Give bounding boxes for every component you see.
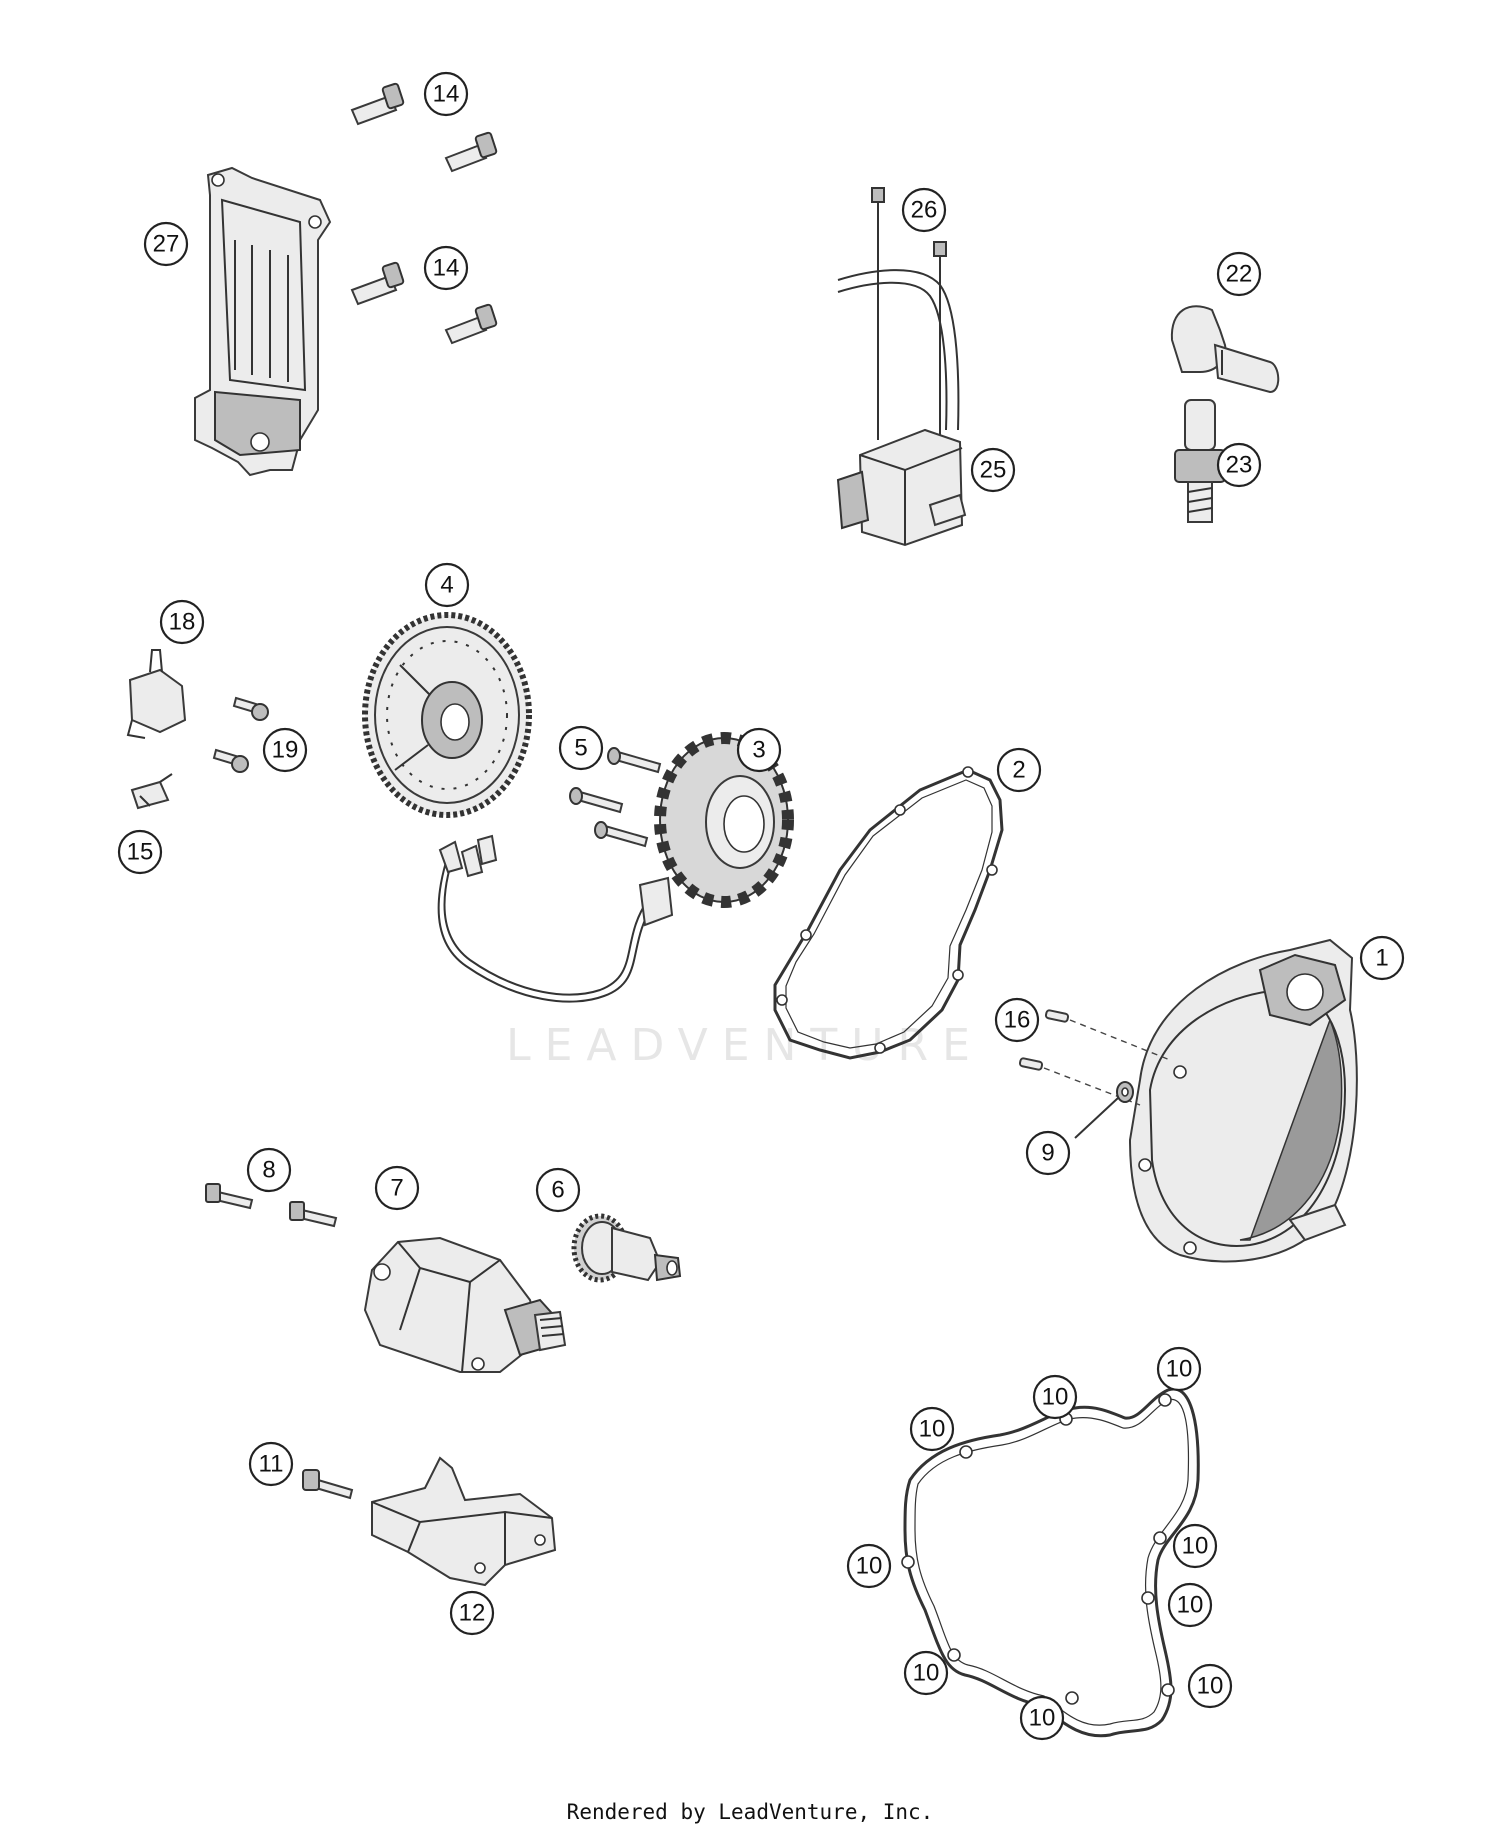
bolt-5-b: [569, 787, 624, 814]
svg-text:1: 1: [1375, 945, 1388, 972]
svg-text:10: 10: [1177, 1592, 1204, 1619]
svg-text:10: 10: [1182, 1533, 1209, 1560]
callout-4: 4: [424, 562, 470, 608]
callout-14: 14: [423, 71, 469, 117]
svg-text:19: 19: [272, 737, 299, 764]
starter-drive-6: [571, 1213, 682, 1283]
callout-10: 10: [1019, 1695, 1065, 1741]
svg-text:10: 10: [1166, 1356, 1193, 1383]
svg-text:16: 16: [1004, 1007, 1031, 1034]
svg-text:10: 10: [1029, 1705, 1056, 1732]
spark-plug-cap-22: [1170, 305, 1280, 394]
ignition-coil-25: [836, 187, 967, 547]
svg-text:8: 8: [262, 1157, 275, 1184]
svg-text:10: 10: [919, 1416, 946, 1443]
callout-22: 22: [1216, 251, 1262, 297]
svg-text:4: 4: [440, 572, 453, 599]
callout-5: 5: [558, 725, 604, 771]
callout-12: 12: [449, 1590, 495, 1636]
svg-text:22: 22: [1226, 261, 1253, 288]
cover-plate-12: [371, 1456, 557, 1587]
svg-text:27: 27: [153, 231, 180, 258]
bolt-8-b: [289, 1201, 338, 1228]
screw-14-b: [444, 131, 498, 173]
callout-18: 18: [159, 599, 205, 645]
starter-motor-7: [363, 1236, 567, 1373]
callout-10: 10: [1172, 1523, 1218, 1569]
callout-7: 7: [374, 1165, 420, 1211]
callout-6: 6: [535, 1167, 581, 1213]
screw-14-c: [350, 261, 405, 306]
bolt-8-a: [205, 1183, 254, 1210]
stator-3: [437, 732, 794, 1003]
flywheel-4: [362, 612, 532, 818]
callout-25: 25: [970, 447, 1016, 493]
svg-text:6: 6: [551, 1177, 564, 1204]
washer-9: [1074, 1081, 1134, 1139]
svg-text:10: 10: [1042, 1384, 1069, 1411]
svg-text:15: 15: [127, 839, 154, 866]
svg-text:12: 12: [459, 1600, 486, 1627]
callout-10: 10: [909, 1406, 955, 1452]
callout-9: 9: [1025, 1130, 1071, 1176]
svg-text:7: 7: [390, 1175, 403, 1202]
footer-credit: Rendered by LeadVenture, Inc.: [566, 1800, 934, 1824]
svg-text:14: 14: [433, 255, 460, 282]
screw-14-d: [444, 303, 498, 345]
svg-text:11: 11: [259, 1451, 284, 1478]
callout-15: 15: [117, 829, 163, 875]
control-unit-27: [194, 166, 332, 477]
callout-8: 8: [246, 1147, 292, 1193]
gasket-2: [773, 766, 1004, 1060]
callout-2: 2: [996, 747, 1042, 793]
callout-19: 19: [262, 727, 308, 773]
svg-text:5: 5: [574, 735, 587, 762]
clip-15: [130, 773, 173, 810]
callout-23: 23: [1216, 442, 1262, 488]
callout-11: 11: [248, 1441, 294, 1487]
svg-text:10: 10: [913, 1660, 940, 1687]
callout-10: 10: [846, 1543, 892, 1589]
gasket-10: [901, 1387, 1200, 1738]
svg-text:10: 10: [856, 1553, 883, 1580]
callout-1: 1: [1359, 935, 1405, 981]
svg-text:2: 2: [1012, 757, 1025, 784]
screw-14-a: [350, 82, 405, 126]
svg-text:18: 18: [169, 609, 196, 636]
callout-26: 26: [901, 187, 947, 233]
callout-14: 14: [423, 245, 469, 291]
dowel-pin-16: [1018, 1009, 1171, 1106]
callout-10: 10: [1187, 1663, 1233, 1709]
callout-10: 10: [1032, 1374, 1078, 1420]
svg-text:3: 3: [752, 737, 765, 764]
svg-text:23: 23: [1226, 452, 1253, 479]
screw-19-a: [232, 696, 269, 721]
bolt-5-c: [594, 821, 649, 848]
callout-16: 16: [994, 997, 1040, 1043]
ignition-cover-1: [1128, 938, 1358, 1263]
callout-10: 10: [1156, 1346, 1202, 1392]
spark-plug-23: [1174, 399, 1226, 523]
screw-19-b: [212, 748, 249, 773]
svg-text:26: 26: [911, 197, 938, 224]
sensor-18: [126, 649, 187, 739]
callout-27: 27: [143, 221, 189, 267]
svg-text:10: 10: [1197, 1673, 1224, 1700]
svg-text:14: 14: [433, 81, 460, 108]
bolt-5-a: [607, 747, 662, 774]
svg-text:25: 25: [980, 457, 1007, 484]
svg-text:9: 9: [1041, 1140, 1054, 1167]
bolt-11: [302, 1469, 354, 1500]
watermark: LEADVENTURE: [506, 1020, 984, 1071]
callout-10: 10: [1167, 1582, 1213, 1628]
callout-3: 3: [736, 727, 782, 773]
callout-10: 10: [903, 1650, 949, 1696]
